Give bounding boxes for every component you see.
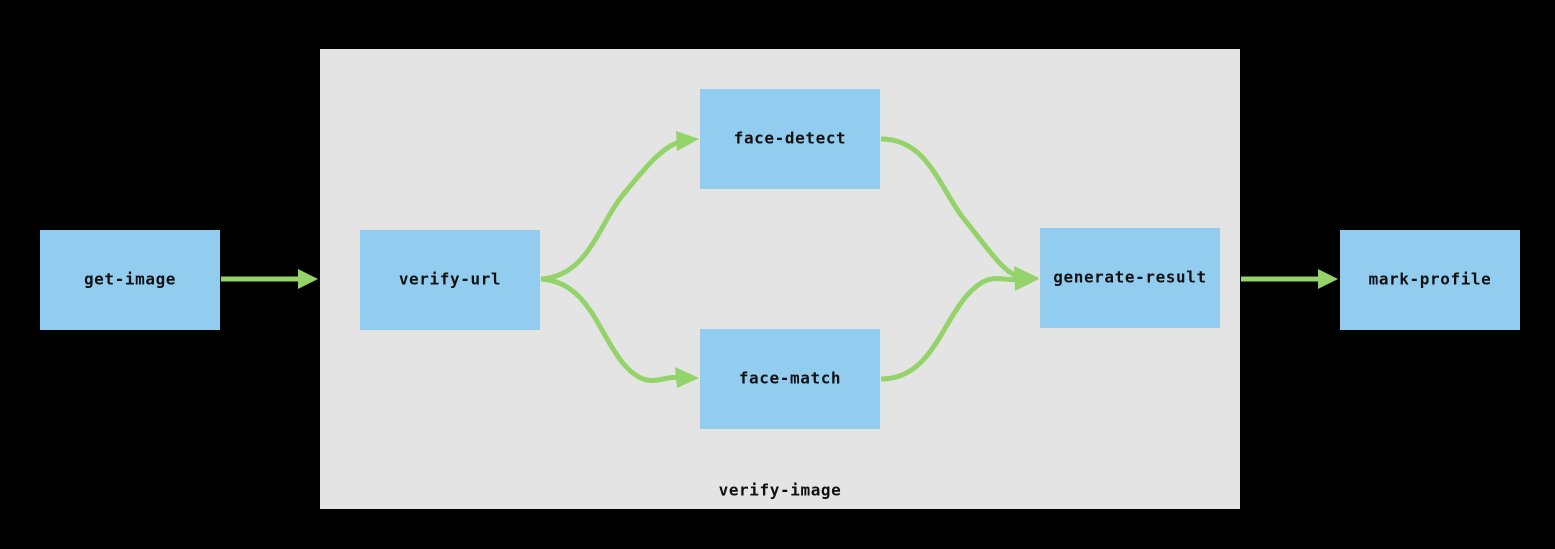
edge-get-image-to-verify-url[interactable] (221, 269, 318, 289)
edge-verify-url-to-face-detect[interactable] (540, 131, 699, 282)
node-get-image-label: get-image (84, 270, 176, 289)
node-generate-result[interactable]: generate-result (1040, 228, 1220, 328)
node-mark-profile-rect (1340, 230, 1520, 330)
edge-verify-url-to-face-match[interactable] (540, 276, 699, 388)
edge-verify-url-to-face-detect-arrowhead (676, 131, 699, 151)
node-face-detect-label: face-detect (734, 129, 847, 148)
edge-generate-result-to-mark-profile-arrowhead (1318, 269, 1338, 289)
node-face-match-label: face-match (739, 369, 841, 388)
node-face-detect-rect (700, 89, 880, 189)
node-verify-url[interactable]: verify-url (360, 230, 540, 330)
node-verify-url-label: verify-url (399, 270, 501, 289)
edge-face-match-to-generate-result-arrowhead (1015, 269, 1039, 291)
node-mark-profile[interactable]: mark-profile (1340, 230, 1520, 330)
node-get-image-rect (40, 230, 220, 330)
node-generate-result-rect (1040, 228, 1220, 328)
edge-face-match-to-generate-result-path (880, 275, 1020, 382)
node-verify-url-rect (360, 230, 540, 330)
edge-generate-result-to-mark-profile[interactable] (1241, 269, 1338, 289)
edge-face-detect-to-generate-result-path (880, 136, 1020, 280)
node-face-match-rect (700, 329, 880, 429)
edge-get-image-to-verify-url-arrowhead (298, 269, 318, 289)
edge-verify-url-to-face-match-arrowhead (675, 367, 699, 388)
node-get-image[interactable]: get-image (40, 230, 220, 330)
edge-face-match-to-generate-result[interactable] (880, 269, 1039, 382)
edge-verify-url-to-face-match-path (540, 276, 680, 383)
node-mark-profile-label: mark-profile (1369, 270, 1492, 289)
node-generate-result-label: generate-result (1053, 268, 1207, 287)
edge-verify-url-to-face-detect-path (540, 139, 680, 282)
node-layer: get-image verify-url face-detect face-ma… (40, 89, 1520, 429)
cluster-verify-image-label: verify-image (719, 481, 842, 500)
edge-layer (221, 131, 1338, 388)
node-face-detect[interactable]: face-detect (700, 89, 880, 189)
node-face-match[interactable]: face-match (700, 329, 880, 429)
